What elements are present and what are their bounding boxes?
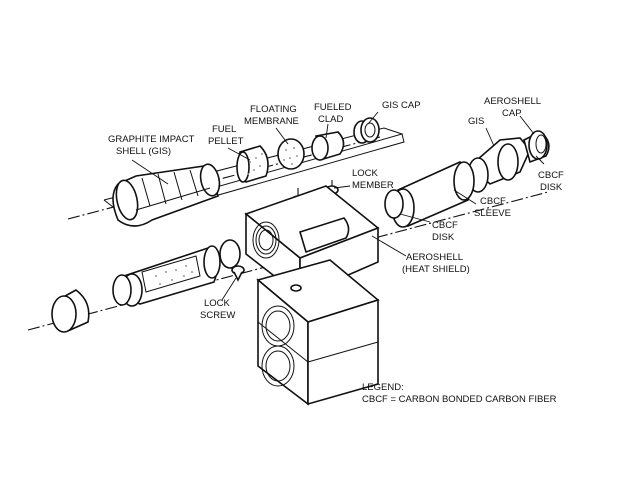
component-labels: GRAPHITE IMPACT SHELL (GIS) FUEL PELLET … bbox=[108, 96, 564, 321]
graphite-impact-shell-lower bbox=[121, 245, 221, 307]
aeroshell-cap bbox=[523, 130, 550, 164]
label-cbcf-disk-right-line2: DISK bbox=[540, 182, 563, 193]
lock-screw bbox=[231, 265, 245, 282]
label-cbcf-disk-right-line1: CBCF bbox=[538, 170, 564, 181]
label-gis-right: GIS bbox=[468, 116, 484, 127]
label-aeroshell-line1: AEROSHELL bbox=[406, 252, 463, 263]
fuel-pellet bbox=[236, 145, 269, 183]
graphite-impact-shell-upper bbox=[112, 163, 221, 227]
label-aeroshell-cap-line1: AEROSHELL bbox=[484, 96, 541, 107]
label-gis-line2: SHELL (GIS) bbox=[116, 146, 171, 157]
label-cbcf-sleeve-line1: CBCF bbox=[480, 196, 506, 207]
lower-gis-end-disk bbox=[219, 239, 241, 269]
label-fuel-pellet-line2: PELLET bbox=[208, 136, 244, 147]
label-cbcf-disk-line2: DISK bbox=[432, 232, 455, 243]
gis-cap bbox=[353, 117, 380, 144]
label-fuel-pellet-line1: FUEL bbox=[212, 124, 236, 135]
floating-membrane bbox=[277, 138, 305, 170]
label-lock-screw-line1: LOCK bbox=[204, 298, 231, 309]
legend-title: LEGEND: bbox=[362, 382, 404, 393]
gphs-module-stack bbox=[256, 259, 380, 406]
label-gis-cap: GIS CAP bbox=[382, 100, 421, 111]
right-gis bbox=[467, 137, 531, 193]
lower-aeroshell-cap bbox=[51, 289, 90, 333]
label-gis-line1: GRAPHITE IMPACT bbox=[108, 134, 195, 145]
label-lock-member-line2: MEMBER bbox=[352, 180, 394, 191]
label-aeroshell-cap-line2: CAP bbox=[502, 108, 522, 119]
fueled-clad bbox=[311, 131, 345, 162]
label-lock-member-line1: LOCK bbox=[352, 168, 379, 179]
label-floating-membrane-line2: MEMBRANE bbox=[244, 116, 299, 127]
label-cbcf-sleeve-line2: SLEEVE bbox=[474, 208, 511, 219]
label-floating-membrane-line1: FLOATING bbox=[250, 104, 297, 115]
label-lock-screw-line2: SCREW bbox=[200, 310, 235, 321]
legend: LEGEND: CBCF = CARBON BONDED CARBON FIBE… bbox=[362, 382, 557, 405]
label-aeroshell-line2: (HEAT SHIELD) bbox=[402, 264, 470, 275]
label-fueled-clad-line2: CLAD bbox=[318, 114, 343, 125]
cbcf-disk bbox=[384, 189, 404, 219]
label-cbcf-disk-line1: CBCF bbox=[432, 220, 458, 231]
leader-lines bbox=[131, 111, 545, 301]
label-fueled-clad-line1: FUELED bbox=[314, 102, 352, 113]
legend-text: CBCF = CARBON BONDED CARBON FIBER bbox=[362, 394, 557, 405]
lower-cbcf-disk bbox=[112, 274, 132, 306]
